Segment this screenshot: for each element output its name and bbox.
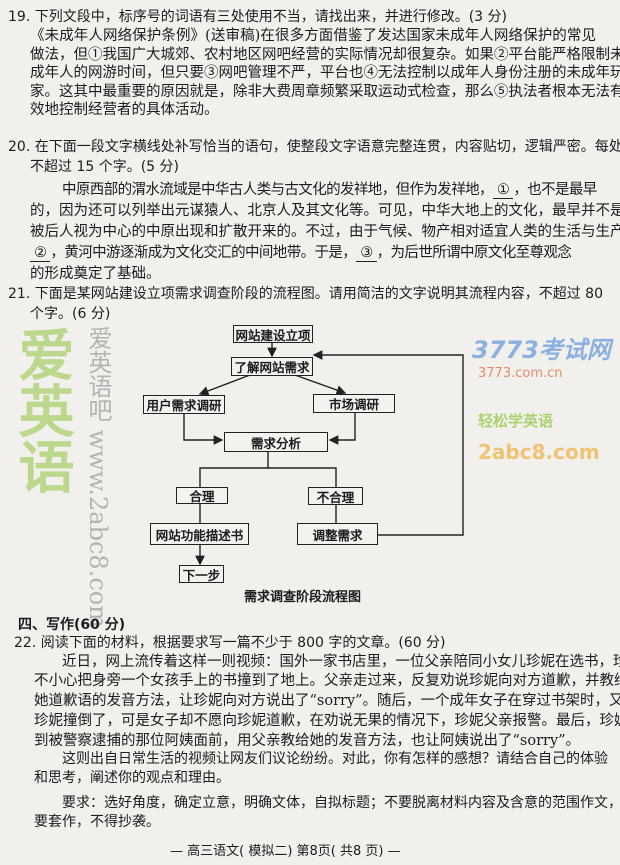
flow-node-understand: 了解网站需求 [231,357,313,376]
question-22-prompt: 22. 阅读下面的材料，根据要求写一篇不少于 800 字的文章。(60 分) [14,635,446,651]
question-21-prompt: 21. 下面是某网站建设立项需求调查阶段的流程图。请用简洁的文字说明其流程内容，… [8,286,603,302]
blank-2: ② [30,245,51,262]
q19-line: 做法，但①我国广大城郊、农村地区网吧经营的实际情况却很复杂。如果②平台能严格限制… [30,47,620,63]
flow-node-next: 下一步 [179,565,224,583]
q20-line: 的，因为还可以列举出元谋猿人、北京人及其文化等。可见，中华大地上的文化，最早并不… [30,203,620,219]
material-line: 到被警察逮捕的那位阿姨面前，用父亲教给她的发音方法，也让阿姨说出了“sorry”… [34,733,581,749]
q19-line: 成年人的网游时间，但只要③网吧管理不严，平台也④无法控制以成年人身份注册的未成年… [30,65,620,81]
blank-1: ① [492,182,514,199]
q20-text: 中原西部的渭水流域是中华古人类与古文化的发祥地，但作为发祥地， [62,182,494,198]
flow-node-market-research: 市场调研 [313,394,395,413]
q20-line: 被后人视为中心的中原出现和扩散开来的。不过，由于气候、物产相对适宜人类的生活与生… [30,224,620,240]
question-19-prompt: 19. 下列文段中，标序号的词语有三处使用不当，请找出来，并进行修改。(3 分) [8,9,507,25]
material-line: 她道歉语的发音方法，让珍妮向对方说出了“sorry”。随后，一个成年女子在穿过书… [34,693,620,709]
requirements-line: 要求：选好角度，确定立意，明确文体，自拟标题；不要脱离材料内容及含意的范围作文，… [62,795,620,811]
page-footer: — 高三语文( 模拟二) 第8页( 共8 页) — [170,844,401,859]
q19-line: 效地控制经营者的具体活动。 [30,102,219,118]
flow-node-adjust: 调整需求 [297,523,378,545]
flow-node-spec: 网站功能描述书 [150,523,249,545]
question-line: 和思考，阐述你的观点和理由。 [34,770,230,786]
q19-line: 家。这其中最重要的原因就是，除非大费周章频繁采取运动式检查，那么⑤执法者根本无法… [30,84,620,100]
material-line: 近日，网上流传着这样一则视频：国外一家书店里，一位父亲陪同小女儿珍妮在选书，珍妮 [62,654,620,670]
q20-text: ，为后世所谓中原文化至尊观念 [376,245,572,261]
q19-line: 《未成年人网络保护条例》(送审稿)在很多方面借鉴了发达国家未成年人网络保护的常见 [30,28,596,44]
material-line: 不小心把身旁一个女孩手上的书撞到了地上。父亲走过来，反复劝说珍妮向对方道歉，并教… [34,673,620,689]
q20-line: 中原西部的渭水流域是中华古人类与古文化的发祥地，但作为发祥地，①，也不是最早 [62,178,597,199]
q20-line: 的形成奠定了基础。 [30,266,161,282]
flow-node-analysis: 需求分析 [224,432,328,452]
question-21-prompt-cont: 个字。(6 分) [30,306,111,322]
flow-node-reasonable: 合理 [176,487,228,504]
q20-text: ，黄河中游逐渐成为文化交汇的中间地带。于是， [50,245,357,261]
watermark-green-logo: 爱英语 [9,326,75,494]
blank-3: ③ [356,245,377,262]
flow-node-unreasonable: 不合理 [308,487,363,505]
material-line: 珍妮撞倒了，可是女子却不愿向珍妮道歉，在劝说无果的情况下，珍妮父亲报警。最后，珍… [34,713,620,729]
q20-text: ，也不是最早 [513,182,597,198]
question-20-prompt: 20. 在下面一段文字横线处补写恰当的语句，使整段文字语意完整连贯，内容贴切，逻… [8,139,620,155]
section-4-heading: 四、写作(60 分) [18,617,126,633]
flow-node-start: 网站建设立项 [233,325,313,343]
flow-node-user-research: 用户需求调研 [143,395,225,414]
watermark-green-sub: 轻松学英语 [478,412,554,430]
flowchart-caption: 需求调查阶段流程图 [244,590,362,605]
requirements-line: 要套作，不得抄袭。 [34,814,160,830]
watermark-orange-url: 2abc8.com [478,440,600,464]
question-line: 这则出自日常生活的视频让网友们议论纷纷。对此，你有怎样的感想？请结合自己的体验 [62,751,608,767]
q20-line: ②，黄河中游逐渐成为文化交汇的中间地带。于是，③，为后世所谓中原文化至尊观念 [30,241,572,262]
watermark-diagonal: 爱英语吧 www.2abc8.com [84,326,112,628]
watermark-blue-url: 3773.com.cn [478,366,563,381]
watermark-blue-logo: 3773考试网 [472,336,611,364]
question-20-prompt-cont: 不超过 15 个字。(5 分) [30,159,179,175]
